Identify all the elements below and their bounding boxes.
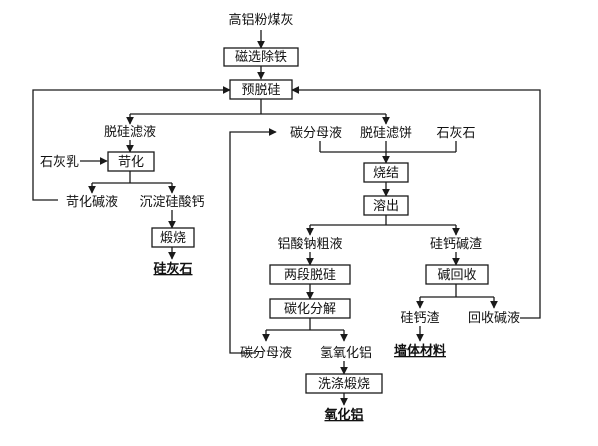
connectors [32,30,541,406]
label-sinter: 烧结 [373,166,399,181]
label-leach: 溶出 [373,199,399,214]
label-magnetic: 磁选除铁 [235,50,287,65]
label-limestone: 石灰石 [436,126,475,141]
label-lime-milk: 石灰乳 [40,155,79,170]
label-wash-calcine: 洗涤煅烧 [318,376,370,392]
label-carb-mother-top: 碳分母液 [290,126,342,141]
label-wall-material: 墙体材料 [394,343,446,359]
label-desil-filtrate: 脱硅滤液 [104,125,156,140]
box-calcine [151,227,195,248]
box-predesil [229,79,293,100]
label-precip-casi: 沉淀硅酸钙 [139,195,204,210]
label-desil-cake: 脱硅滤饼 [360,126,412,141]
label-crude-aluminate: 铝酸钠粗液 [277,237,342,252]
label-alkali-recovery: 碱回收 [437,268,476,283]
arrow-caustic-liquor-recycle [32,86,231,201]
arrow-recovered-alkali-recycle [291,86,541,319]
label-alumina: 氧化铝 [323,407,363,423]
labels: 高铝粉煤灰 磁选除铁 预脱硅 脱硅滤液 石灰乳 苛化 苛化碱液 沉淀硅酸钙 煅烧… [40,12,520,423]
box-sinter [363,162,409,183]
box-wash-calcine [305,373,383,394]
arrow-carb-mother-recycle [229,128,277,354]
label-caustic-liquor: 苛化碱液 [66,195,118,210]
process-boxes [107,47,489,394]
label-carb-mother-bottom: 碳分母液 [240,346,292,361]
box-two-stage [269,264,351,285]
label-recovered-alkali: 回收碱液 [468,311,520,326]
box-alkali-recovery [425,264,489,285]
box-magnetic [223,47,299,67]
label-ca-si-slag: 硅钙渣 [400,311,439,326]
label-al-hydroxide: 氢氧化铝 [320,346,372,361]
label-wollastonite: 硅灰石 [153,261,192,277]
box-causticize [107,151,155,172]
label-ca-si-residue: 硅钙碱渣 [430,237,482,252]
label-two-stage: 两段脱硅 [284,268,336,283]
label-causticize: 苛化 [118,155,144,170]
label-calcine: 煅烧 [160,230,186,246]
box-leach [363,195,409,216]
box-carbonation [269,298,351,319]
label-raw: 高铝粉煤灰 [228,12,293,28]
label-predesil: 预脱硅 [241,83,280,98]
label-carbonation: 碳化分解 [284,302,336,317]
